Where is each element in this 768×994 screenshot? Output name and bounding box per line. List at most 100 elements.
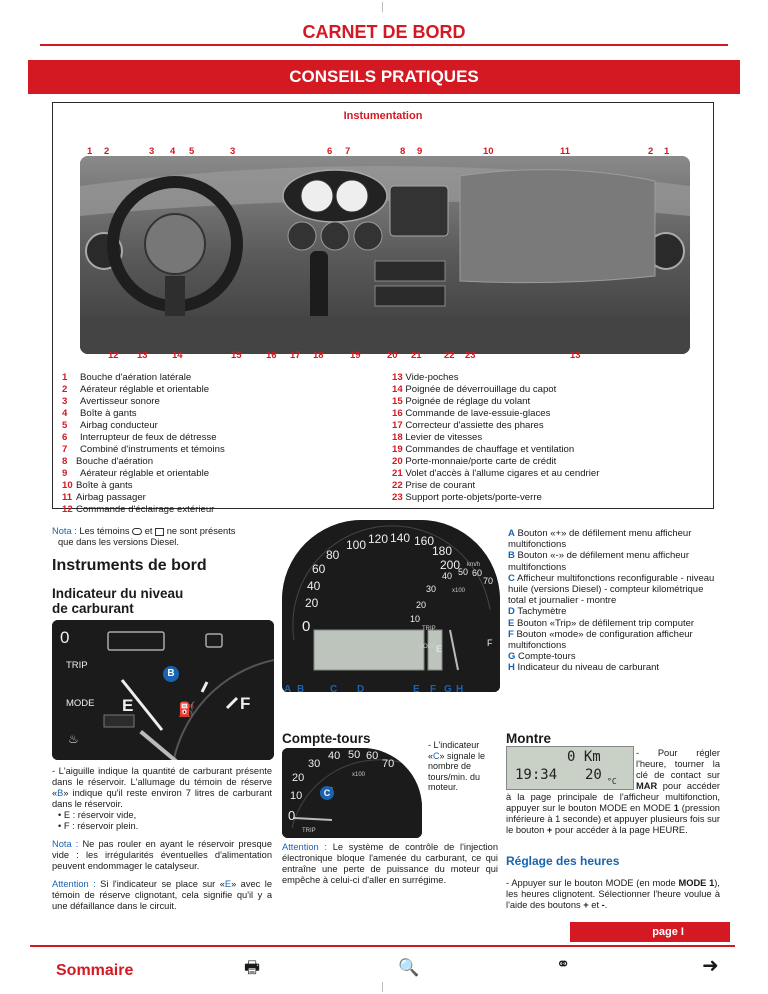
legend-item: 21 Volet d'accès à l'allume cigares et a… [392, 468, 600, 479]
callout-bottom: 13 [570, 350, 581, 361]
reglage-text: - Appuyer sur le bouton MODE (en mode MO… [506, 878, 720, 910]
legend-item: 19 Commandes de chauffage et ventilation [392, 444, 575, 455]
next-arrow-icon[interactable]: ➜ [702, 955, 719, 977]
cluster-drawing [282, 520, 500, 692]
callout-bottom: 22 [444, 350, 455, 361]
callout-top: 1 [87, 146, 93, 157]
callout-bottom: 12 [108, 350, 119, 361]
cluster-legend: A Bouton «+» de défilement menu afficheu… [508, 528, 722, 674]
glow-plug-icon [132, 528, 143, 536]
callout-bottom: 18 [313, 350, 324, 361]
print-icon[interactable]: 🖶 [244, 958, 261, 977]
legend-item: 16 Commande de lave-essuie-glaces [392, 408, 551, 419]
callout-bottom: 17 [290, 350, 301, 361]
nota-label: Nota : [52, 526, 77, 536]
crop-mark [382, 982, 383, 992]
fuel-gauge-figure: 0 TRIP MODE E F ⛽ ♨ B [52, 620, 274, 760]
callout-top: 8 [400, 146, 406, 157]
instrumentation-title: Instumentation [343, 110, 423, 122]
callout-bottom: 16 [266, 350, 277, 361]
full-label: F [240, 694, 251, 713]
callout-top: 5 [189, 146, 195, 157]
dashboard-illustration [80, 156, 690, 354]
callout-top: 2 [104, 146, 110, 157]
compte-tours-attention: Attention : Le système de contrôle de l'… [282, 842, 498, 885]
legend-item: 22 Prise de courant [392, 480, 476, 491]
callout-bottom: 19 [350, 350, 361, 361]
nota-diesel: Nota : Les témoins et ne sont présents q… [52, 526, 236, 547]
fuel-paragraph: - L'aiguille indique la quantité de carb… [52, 766, 272, 809]
callout-c: C [320, 786, 334, 800]
trip-label: TRIP [66, 660, 88, 671]
callout-top: 2 [648, 146, 654, 157]
instrument-cluster-figure: 0 20 40 60 80 100 120 140 160 180 200 km… [282, 520, 500, 692]
callout-top: 7 [345, 146, 351, 157]
compte-tours-heading: Compte-tours [282, 731, 371, 746]
fuel-text: - L'aiguille indique la quantité de carb… [52, 766, 272, 911]
header-rule [40, 44, 728, 46]
section-banner: CONSEILS PRATIQUES [28, 60, 740, 94]
sommaire-link[interactable]: Sommaire [56, 962, 134, 979]
cluster-legend-item: D Tachymètre [508, 606, 567, 618]
legend-item: 13 Vide-poches [392, 372, 459, 383]
legend-item: 17 Correcteur d'assiette des phares [392, 420, 544, 431]
legend-item: 14 Poignée de déverrouillage du capot [392, 384, 557, 395]
callout-top: 9 [417, 146, 423, 157]
cluster-legend-item: H Indicateur du niveau de carburant [508, 662, 660, 674]
callout-bottom: 14 [172, 350, 183, 361]
cluster-legend-item: A Bouton «+» de défilement menu afficheu… [508, 528, 692, 551]
fuel-gauge-drawing [52, 620, 274, 760]
instruments-heading: Instruments de bord [52, 557, 207, 574]
callout-top: 3 [230, 146, 236, 157]
callout-top: 11 [560, 146, 571, 157]
callout-top: 4 [170, 146, 176, 157]
crop-mark [382, 2, 383, 12]
fuel-pump-icon: ⛽ [178, 701, 196, 717]
cluster-legend-item: F Bouton «mode» de configuration affiche… [508, 628, 693, 652]
cluster-legend-item: G Compte-tours [508, 651, 576, 663]
fuel-nota: Nota : Ne pas rouler en ayant le réservo… [52, 839, 272, 871]
callout-top: 6 [327, 146, 333, 157]
montre-lcd: 0 Km 19:34 20 °C [506, 746, 634, 790]
callout-top: 10 [483, 146, 494, 157]
reglage-heading: Réglage des heures [506, 854, 620, 868]
callout-bottom: 13 [137, 350, 148, 361]
montre-heading: Montre [506, 731, 551, 746]
empty-label: E [122, 696, 134, 715]
callout-bottom: 21 [411, 350, 422, 361]
water-filter-icon [155, 527, 165, 536]
coolant-temp-icon: ♨ [68, 732, 79, 746]
footer-bar [30, 945, 735, 989]
binoculars-icon[interactable]: ⚭ [556, 955, 571, 974]
legend-right: 13 Vide-poches 14 Poignée de déverrouill… [392, 372, 702, 504]
callout-b: B [163, 666, 179, 682]
montre-text: - Pour régler l'heure, tourner la clé de… [506, 748, 720, 835]
dashboard-drawing [80, 156, 690, 354]
fuel-heading: Indicateur du niveau de carburant [52, 586, 184, 616]
rpm-drawing [282, 748, 422, 838]
cluster-legend-item: B Bouton «-» de défilement menu afficheu… [508, 550, 689, 573]
legend-item: 18 Levier de vitesses [392, 432, 483, 443]
fuel-attention: Attention : Si l'indicateur se place sur… [52, 879, 272, 911]
header-title: CARNET DE BORD [302, 22, 466, 42]
legend-item: 15 Poignée de réglage du volant [392, 396, 531, 407]
legend-item: 23 Support porte-objets/porte-verre [392, 492, 542, 503]
cluster-legend-item: C Afficheur multifonctions reconfigurabl… [508, 572, 715, 607]
search-icon[interactable]: 🔍 [398, 958, 420, 977]
callout-bottom: 15 [231, 350, 242, 361]
legend-item: 20 Porte-monnaie/porte carte de crédit [392, 456, 557, 467]
callout-bottom: 23 [465, 350, 476, 361]
callout-bottom: 20 [387, 350, 398, 361]
callout-top: 3 [149, 146, 155, 157]
